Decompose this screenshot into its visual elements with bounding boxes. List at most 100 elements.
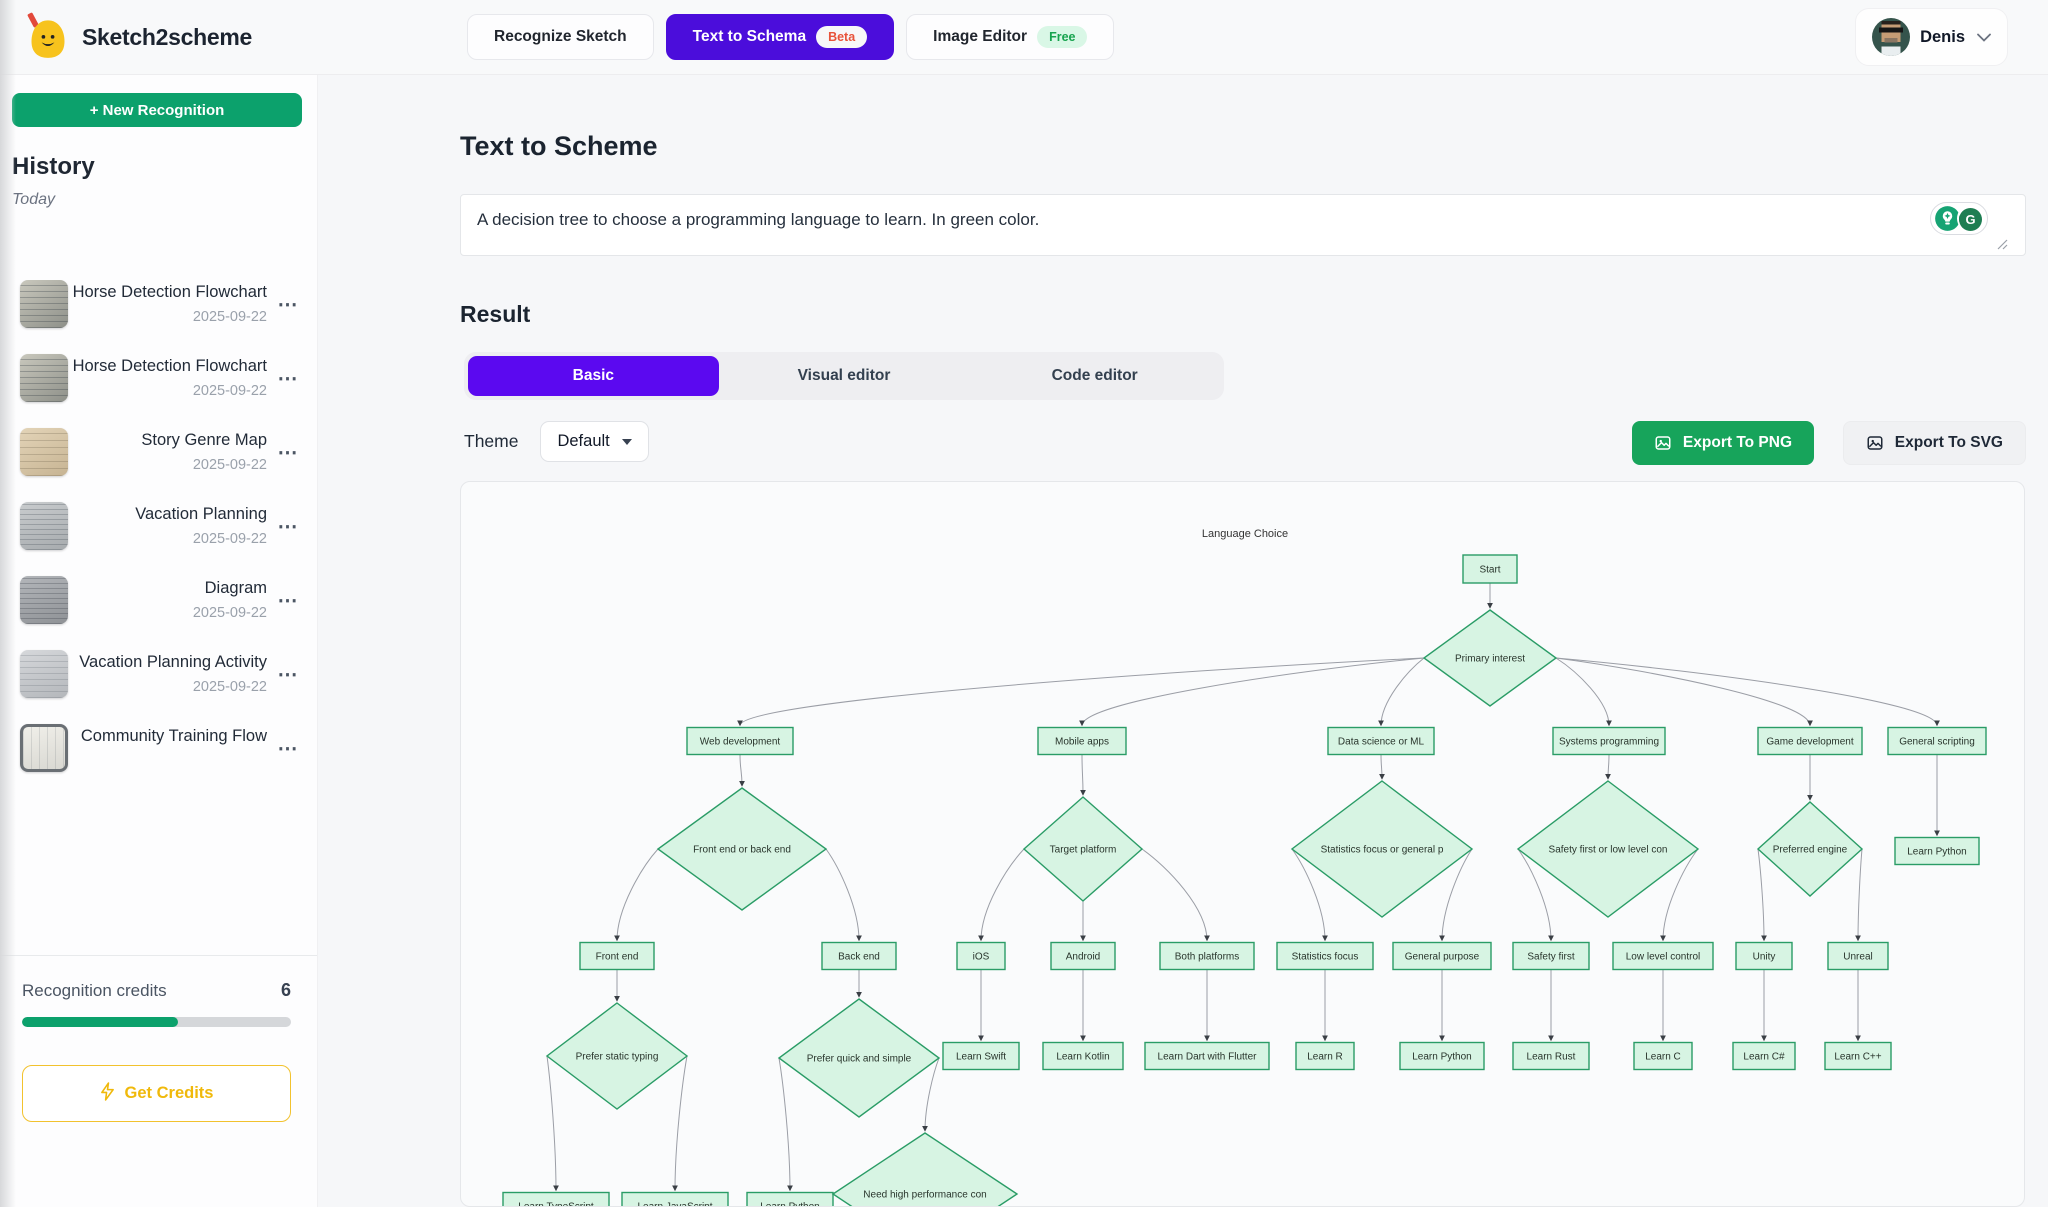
svg-text:Unreal: Unreal <box>1843 952 1872 963</box>
export-svg-button[interactable]: Export To SVG <box>1842 421 2026 465</box>
theme-select[interactable]: Default <box>540 421 649 462</box>
svg-text:Learn Kotlin: Learn Kotlin <box>1056 1052 1109 1063</box>
history-menu-button[interactable]: ⋯ <box>277 367 299 390</box>
result-tab-basic[interactable]: Basic <box>468 356 719 396</box>
history-item[interactable]: Diagram 2025-09-22 ⋯ <box>20 576 301 624</box>
tab-badge: Free <box>1037 26 1088 48</box>
svg-text:Learn R: Learn R <box>1307 1052 1343 1063</box>
history-item-title: Community Training Flow <box>80 727 267 745</box>
flow-node-frontend: Front end <box>579 941 655 971</box>
credits-progress <box>22 1017 291 1027</box>
result-tab-code-editor[interactable]: Code editor <box>969 356 1220 396</box>
svg-text:Prefer quick and simple: Prefer quick and simple <box>807 1054 912 1065</box>
flow-node-csharp: Learn C# <box>1732 1041 1796 1071</box>
avatar <box>1872 18 1911 56</box>
credits-section: Recognition credits 6 Get Credits <box>0 955 317 1207</box>
flow-node-rust: Learn Rust <box>1512 1041 1590 1071</box>
history-item-date: 2025-09-22 <box>192 679 267 695</box>
caret-down-icon <box>621 438 632 445</box>
user-name: Denis <box>1920 27 1965 46</box>
brand[interactable]: Sketch2scheme <box>26 10 252 65</box>
history-menu-button[interactable]: ⋯ <box>277 441 299 464</box>
flow-node-lowlevel: Low level control <box>1612 941 1714 971</box>
svg-text:Low level control: Low level control <box>1626 952 1700 963</box>
prompt-container: A decision tree to choose a programming … <box>460 194 2026 256</box>
flow-edge <box>922 1057 940 1132</box>
history-item[interactable]: Vacation Planning 2025-09-22 ⋯ <box>20 502 301 550</box>
flow-edge <box>1757 848 1767 942</box>
grammarly-icon: G <box>1957 205 1984 232</box>
theme-value: Default <box>557 432 610 450</box>
flow-node-r: Learn R <box>1295 1041 1355 1071</box>
history-item-date: 2025-09-22 <box>192 531 267 547</box>
chevron-down-icon <box>1977 33 1991 42</box>
history-item-date: 2025-09-22 <box>192 309 267 325</box>
svg-text:Learn C++: Learn C++ <box>1834 1052 1881 1063</box>
svg-text:Mobile apps: Mobile apps <box>1055 737 1109 748</box>
history-item-title: Vacation Planning <box>135 505 267 523</box>
flow-node-highperf: Need high performance con <box>831 1132 1019 1206</box>
svg-text:Preferred engine: Preferred engine <box>1773 845 1848 856</box>
header-tab-recognize-sketch[interactable]: Recognize Sketch <box>467 14 654 60</box>
history-item[interactable]: Community Training Flow ⋯ <box>20 724 301 772</box>
history-thumbnail <box>20 576 68 624</box>
svg-text:Learn JavaScript: Learn JavaScript <box>637 1202 712 1207</box>
flow-node-scripting: General scripting <box>1887 726 1987 756</box>
flow-node-ios: iOS <box>956 941 1006 971</box>
new-recognition-button[interactable]: + New Recognition <box>12 93 302 127</box>
prompt-input[interactable]: A decision tree to choose a programming … <box>460 194 2026 256</box>
flow-edges <box>546 583 1940 1192</box>
history-item-title: Diagram <box>204 579 267 597</box>
resize-handle-icon[interactable] <box>1997 239 2008 250</box>
svg-text:Learn TypeScript: Learn TypeScript <box>518 1202 594 1207</box>
flow-edge <box>1079 754 1086 796</box>
svg-text:Learn C: Learn C <box>1645 1052 1681 1063</box>
user-menu[interactable]: Denis <box>1855 8 2008 66</box>
flow-edge <box>1517 848 1554 942</box>
grammarly-widget[interactable]: G <box>1930 202 1988 235</box>
flow-edge <box>1855 848 1863 942</box>
flow-node-js: Learn JavaScript <box>621 1191 729 1207</box>
flow-node-dart: Learn Dart with Flutter <box>1144 1041 1270 1071</box>
result-tab-visual-editor[interactable]: Visual editor <box>719 356 970 396</box>
export-png-button[interactable]: Export To PNG <box>1631 421 1814 465</box>
history-menu-button[interactable]: ⋯ <box>277 293 299 316</box>
flow-node-febe: Front end or back end <box>656 787 828 911</box>
logo-icon <box>26 10 70 65</box>
flow-node-both: Both platforms <box>1159 941 1255 971</box>
svg-text:Safety first or low level con: Safety first or low level con <box>1549 845 1668 856</box>
brand-name: Sketch2scheme <box>82 24 252 50</box>
history-item-date: 2025-09-22 <box>192 457 267 473</box>
history-menu-button[interactable]: ⋯ <box>277 737 299 760</box>
svg-text:Learn Dart with Flutter: Learn Dart with Flutter <box>1158 1052 1258 1063</box>
flow-node-py_script: Learn Python <box>1894 836 1980 866</box>
history-menu-button[interactable]: ⋯ <box>277 515 299 538</box>
history-menu-button[interactable]: ⋯ <box>277 589 299 612</box>
flow-edge <box>1555 657 1612 727</box>
history-thumbnail <box>20 428 68 476</box>
history-item-date: 2025-09-22 <box>192 605 267 621</box>
flow-node-static: Prefer static typing <box>545 1002 689 1110</box>
svg-text:Data science or ML: Data science or ML <box>1338 737 1425 748</box>
svg-text:General scripting: General scripting <box>1899 737 1975 748</box>
flow-edge <box>825 848 862 942</box>
get-credits-label: Get Credits <box>124 1084 214 1102</box>
svg-text:iOS: iOS <box>973 952 990 963</box>
credits-progress-fill <box>22 1017 179 1027</box>
main-content: Text to Scheme A decision tree to choose… <box>460 75 2026 1207</box>
flow-edge <box>1439 848 1473 942</box>
lightning-icon <box>100 1081 115 1106</box>
history-menu-button[interactable]: ⋯ <box>277 663 299 686</box>
history-thumbnail <box>20 280 68 328</box>
get-credits-button[interactable]: Get Credits <box>22 1065 291 1122</box>
